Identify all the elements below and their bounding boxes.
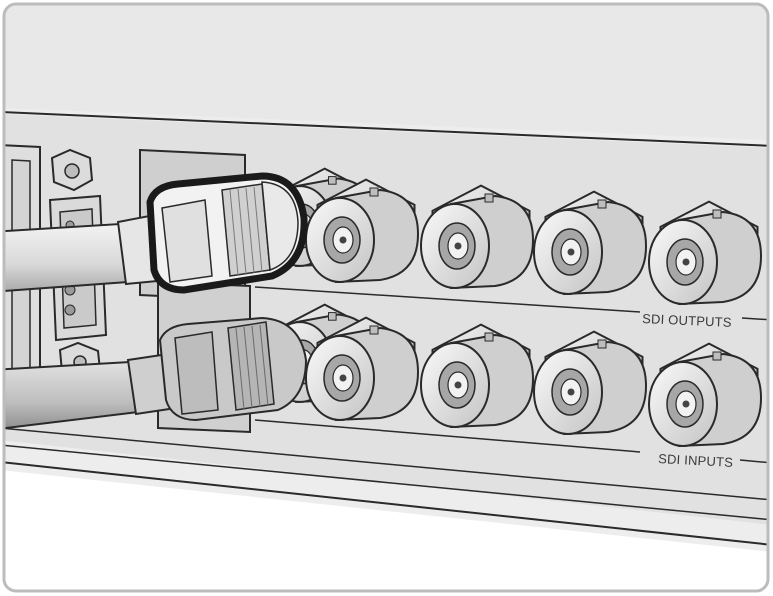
panel-lower-line bbox=[4, 427, 768, 501]
panel-top-edge bbox=[4, 111, 768, 147]
bnc-connector-icon bbox=[533, 330, 648, 436]
bnc-connector-icon bbox=[648, 342, 763, 448]
panel-top-surface bbox=[4, 4, 768, 140]
sdi-output-connectors bbox=[266, 167, 763, 306]
bnc-connector-icon bbox=[420, 184, 535, 290]
panel-bottom-line bbox=[4, 444, 768, 521]
coax-cable-icon bbox=[4, 222, 130, 294]
bnc-connector-icon bbox=[305, 178, 420, 284]
bnc-connector-icon bbox=[420, 323, 535, 429]
bnc-connector-icon bbox=[648, 200, 763, 306]
hex-screw-icon bbox=[50, 148, 94, 192]
floor bbox=[4, 470, 768, 591]
sdi-inputs-label: SDI INPUTS bbox=[658, 451, 734, 470]
input-cable bbox=[4, 316, 308, 432]
bnc-connector-icon bbox=[305, 316, 420, 422]
bnc-connector-icon bbox=[533, 190, 648, 296]
sdi-outputs-label: SDI OUTPUTS bbox=[642, 311, 732, 330]
output-cable bbox=[4, 172, 308, 294]
sdi-input-connectors bbox=[266, 303, 763, 448]
panel-base-line bbox=[4, 461, 768, 546]
